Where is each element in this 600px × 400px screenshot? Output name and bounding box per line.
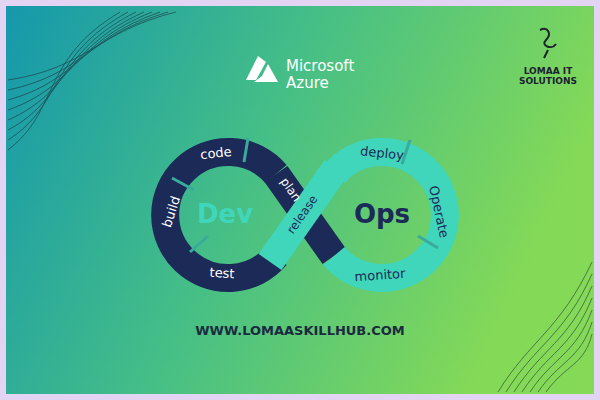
- background: [6, 6, 594, 394]
- website-url: WWW.LOMAASKILLHUB.COM: [195, 324, 404, 339]
- loop-title: Ops: [354, 200, 410, 230]
- infinity-loop: [165, 152, 445, 278]
- stage-label: test: [209, 266, 235, 283]
- brand-name: Microsoft Azure: [286, 58, 366, 93]
- azure-logo: [246, 56, 278, 82]
- company-name: LOMAA IT SOLUTIONS: [498, 66, 598, 87]
- wave-lines: [8, 12, 592, 392]
- segment-gaps: [172, 138, 438, 252]
- loop-title: Dev: [197, 200, 253, 230]
- lomaa-logo: [540, 29, 556, 58]
